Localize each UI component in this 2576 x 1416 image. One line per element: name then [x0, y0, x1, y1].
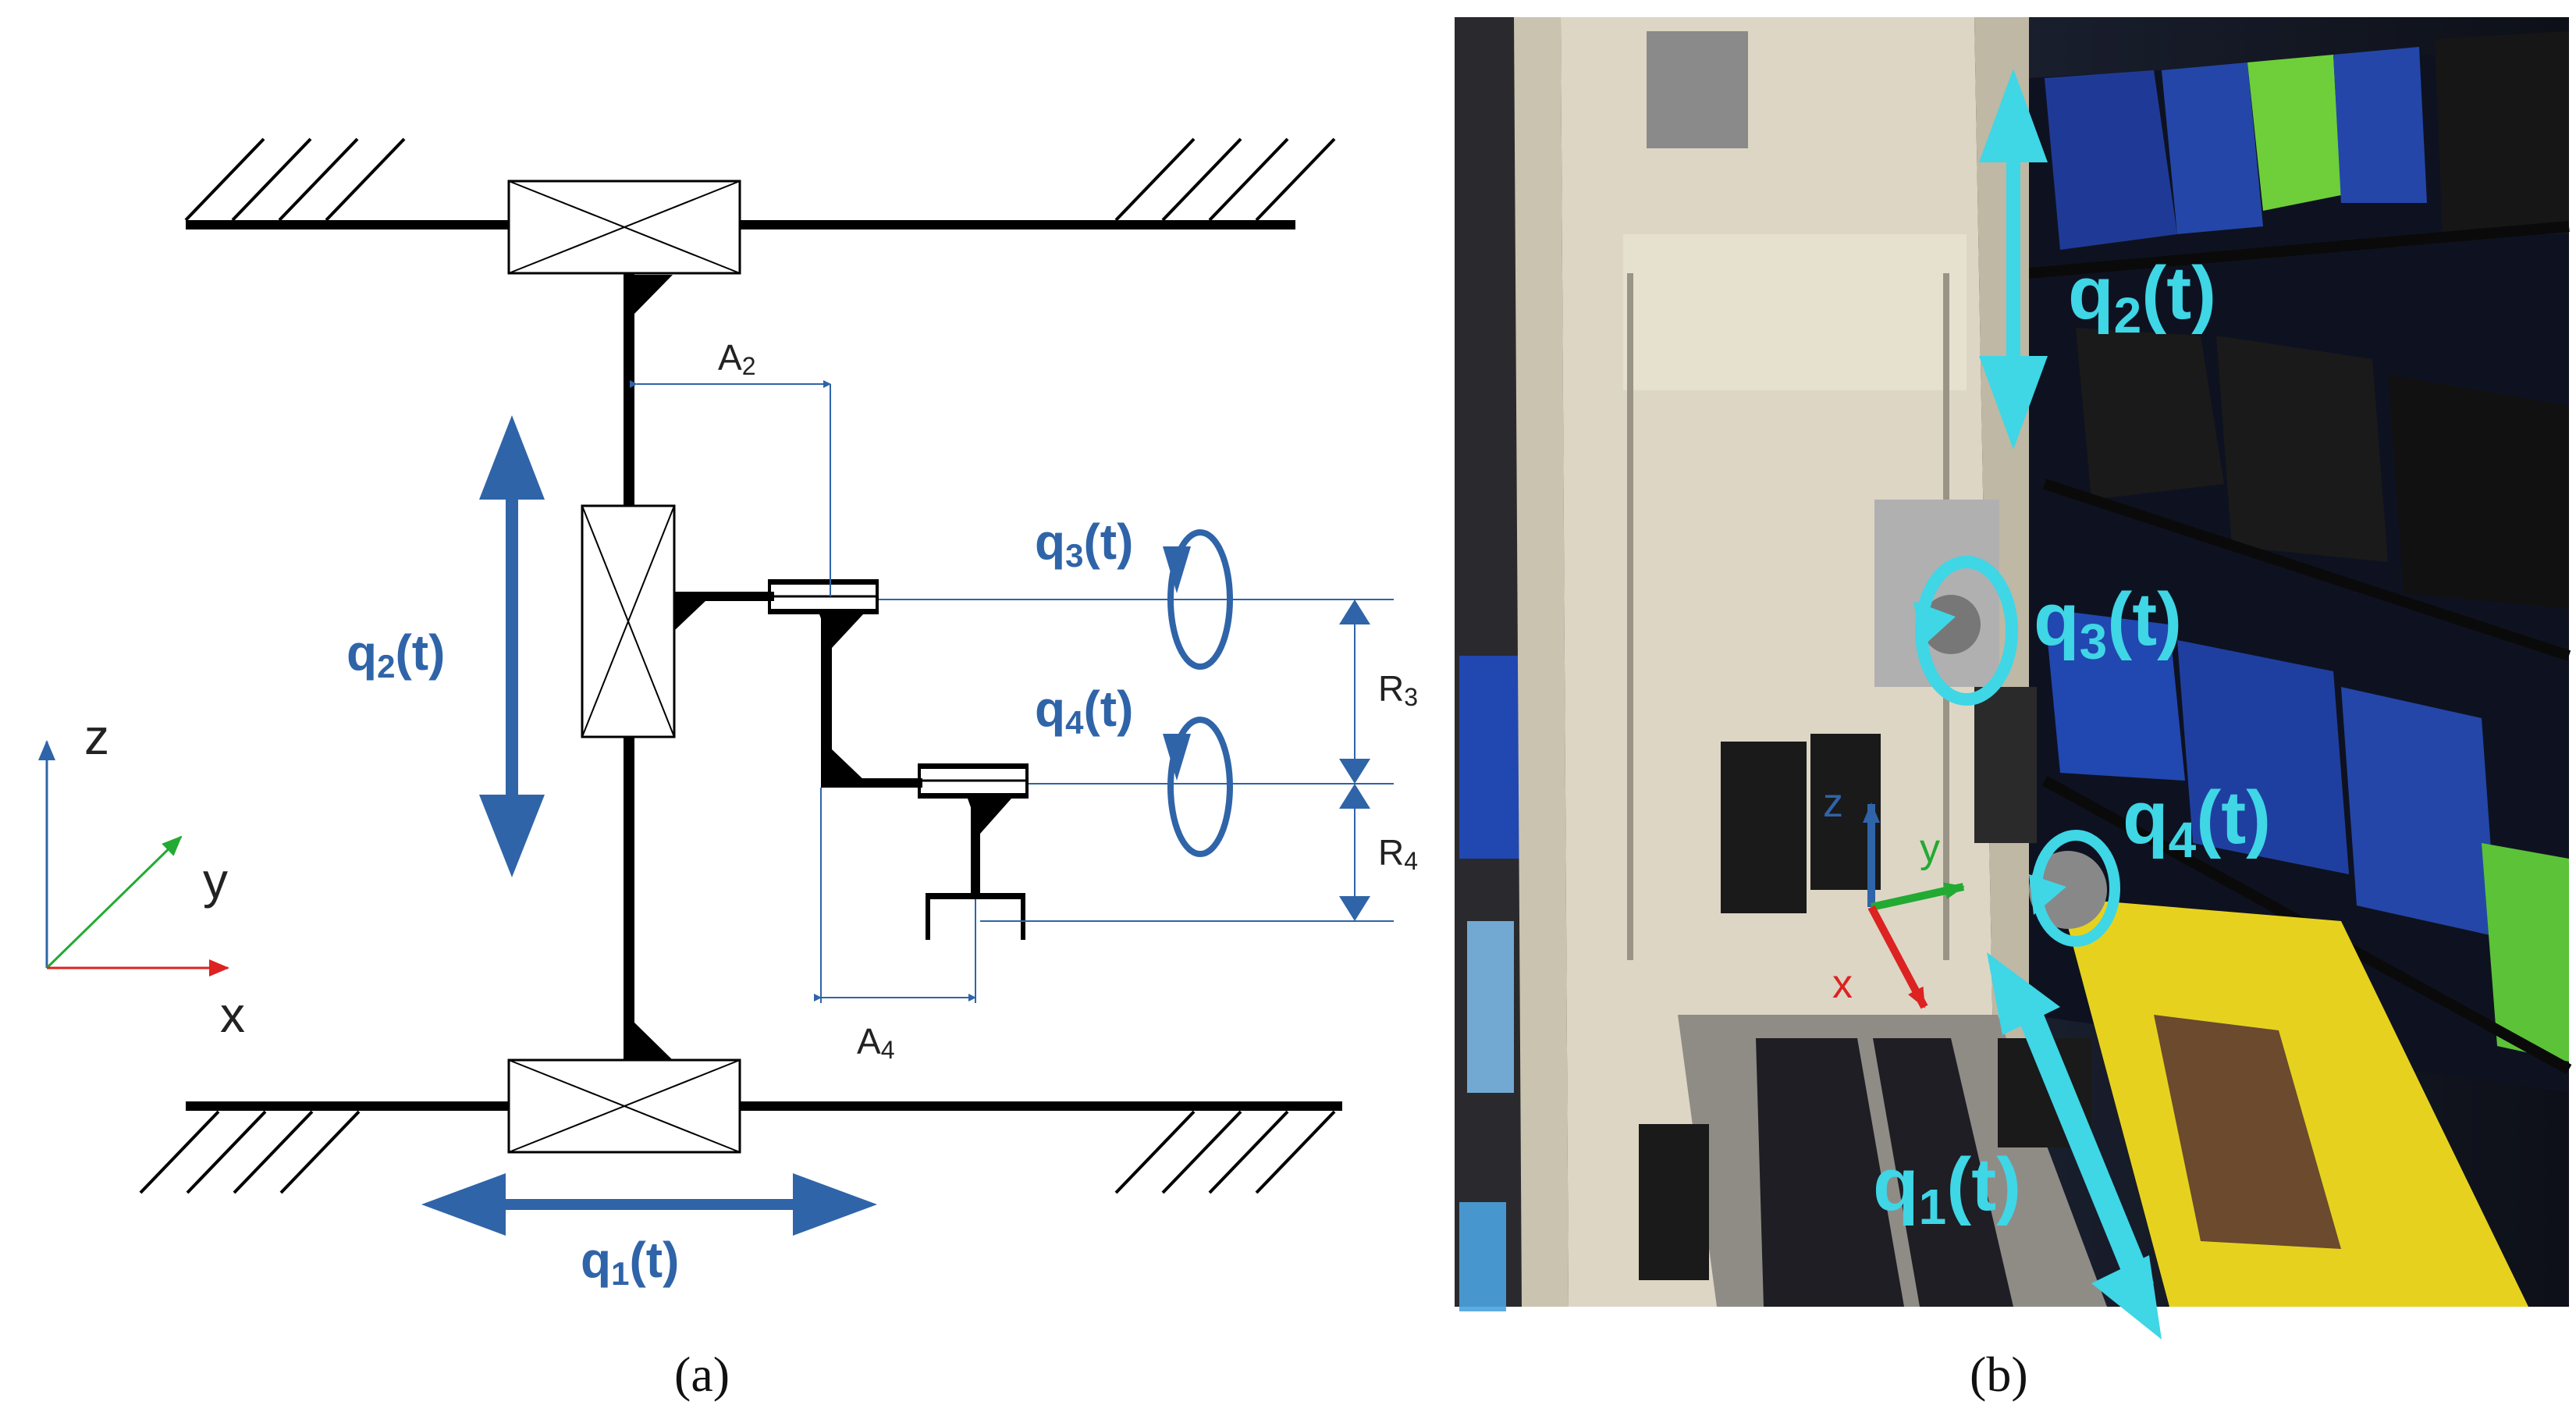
bottom-left-hatch: [139, 1110, 361, 1194]
bottles: [1459, 921, 1514, 1311]
photo-coordinate-frame: z y x: [1823, 781, 1965, 1009]
q1-photo-label: q1(t): [1873, 1143, 2021, 1235]
q3-photo-rotation: [1913, 556, 2018, 706]
q4-label: q4(t): [1035, 681, 1133, 741]
q1-label: q1(t): [581, 1232, 679, 1292]
q2-label: q2(t): [346, 624, 445, 685]
q2-photo-arrow: [1979, 69, 2048, 450]
bottom-right-hatch: [1114, 1110, 1336, 1194]
arm-links: [674, 579, 1029, 940]
motors: [1639, 31, 2091, 1280]
dim-label-a2: A2: [718, 337, 755, 380]
q3-rotation-symbol: [1163, 529, 1233, 670]
photo-x-label: x: [1832, 962, 1853, 1007]
dim-label-a4: A4: [857, 1021, 894, 1064]
photo-y-label: y: [1920, 826, 1940, 871]
schematic-panel: A2 A4 R3 R4 q2(t) q1(t): [38, 137, 1418, 1292]
dim-label-r3: R3: [1378, 668, 1418, 711]
gripper: [926, 893, 1025, 940]
caption-b: (b): [1970, 1347, 2028, 1402]
joint-4-bearing: [918, 763, 1029, 799]
caption-a: (a): [674, 1347, 730, 1402]
photo-y-axis: [1870, 882, 1965, 911]
q4-rotation-symbol: [1163, 717, 1233, 857]
joint-3-bearing: [768, 579, 879, 614]
q4-photo-rotation: [2029, 830, 2120, 947]
storage-bins: [1459, 31, 2569, 1062]
q2-photo-label: q2(t): [2068, 251, 2216, 343]
vertical-column: [581, 273, 676, 1060]
photo-panel: q2(t) q3(t) q4(t) q1(t) z: [1455, 17, 2572, 1340]
top-left-hatch: [184, 137, 406, 222]
q1-photo-arrow: [1987, 952, 2162, 1340]
z-axis-label: z: [84, 709, 109, 765]
top-ground: [184, 137, 1336, 275]
coordinate-axes: z y x: [38, 709, 245, 1043]
top-right-hatch: [1114, 137, 1336, 222]
x-axis-label: x: [220, 987, 245, 1043]
gripper-assembly: [1874, 500, 2107, 929]
y-axis-label: y: [203, 852, 228, 909]
q3-photo-label: q3(t): [2034, 578, 2182, 670]
q1-double-arrow: [421, 1173, 877, 1236]
y-axis: [45, 835, 183, 969]
bottom-ground: [139, 1058, 1342, 1194]
floor-rails: [1678, 898, 2528, 1307]
photo-z-label: z: [1823, 781, 1843, 826]
q2-double-arrow: [479, 415, 545, 877]
dimension-lines: [630, 380, 1394, 1003]
q4-photo-label: q4(t): [2123, 776, 2271, 868]
q3-label: q3(t): [1035, 514, 1133, 574]
photo-x-axis: [1867, 905, 1928, 1009]
dim-label-r4: R4: [1378, 832, 1418, 875]
